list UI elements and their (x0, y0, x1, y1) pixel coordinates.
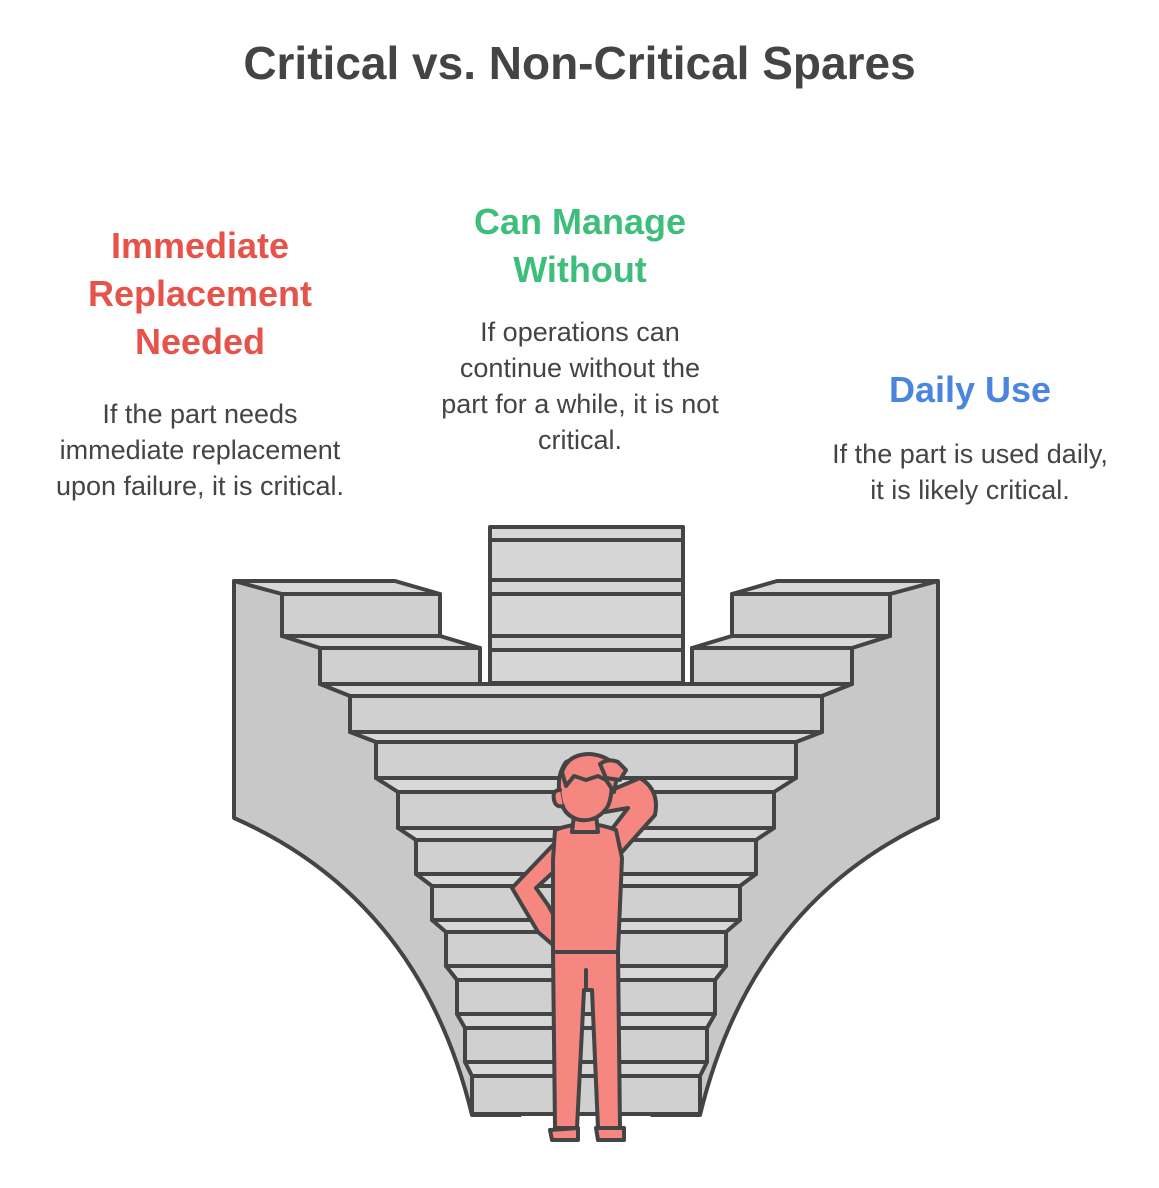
page-title: Critical vs. Non-Critical Spares (243, 37, 916, 89)
option-heading: Can Manage Without (410, 198, 750, 294)
option-heading: Immediate Replacement Needed (30, 222, 370, 366)
center-tower (488, 525, 685, 685)
description-line: critical. (537, 425, 622, 455)
option-daily-use: Daily Use If the part is used daily, it … (790, 366, 1150, 508)
right-step (730, 592, 892, 638)
heading-line: Immediate (110, 225, 290, 266)
option-can-manage-without: Can Manage Without If operations can con… (410, 198, 750, 458)
option-immediate-replacement: Immediate Replacement Needed If the part… (30, 222, 370, 504)
description-line: part for a while, it is not (441, 389, 719, 419)
option-heading: Daily Use (790, 366, 1150, 414)
stair-step (455, 978, 717, 1016)
stair-step (463, 1026, 709, 1064)
description-line: If the part is used daily, (832, 439, 1108, 469)
description-line: If operations can (480, 317, 680, 347)
option-description: If operations can continue without the p… (410, 314, 750, 458)
stair-step (470, 1074, 702, 1116)
left-step (280, 592, 442, 638)
heading-line: Needed (134, 321, 266, 362)
description-line: If the part needs (102, 399, 298, 429)
heading-line: Can Manage (473, 201, 687, 242)
right-step (690, 646, 854, 686)
heading-line: Replacement (87, 273, 313, 314)
person-scratching-head-icon (510, 752, 658, 1142)
description-line: it is likely critical. (870, 475, 1070, 505)
heading-line: Daily Use (888, 369, 1052, 410)
stair-step (348, 694, 824, 734)
description-line: continue without the (459, 353, 701, 383)
left-step (318, 646, 482, 686)
heading-line: Without (513, 249, 647, 290)
description-line: immediate replacement (59, 435, 341, 465)
option-description: If the part needs immediate replacement … (30, 396, 370, 504)
option-description: If the part is used daily, it is likely … (790, 436, 1150, 508)
description-line: upon failure, it is critical. (55, 471, 345, 501)
